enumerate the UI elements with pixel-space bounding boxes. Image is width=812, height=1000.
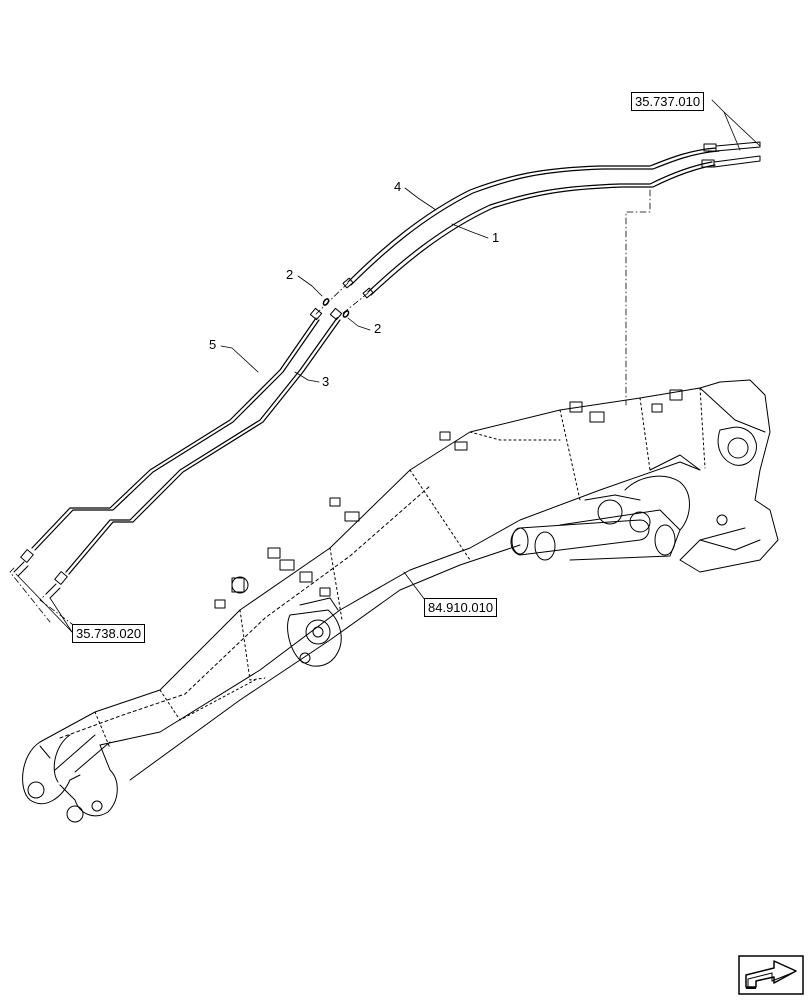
reference-box-left[interactable]: 35.738.020 [72, 624, 146, 643]
reference-box-boom[interactable]: 84.910.010 [424, 598, 498, 617]
callout-item-2-lower: 2 [374, 321, 382, 336]
tube-item-5 [31, 317, 320, 551]
reference-box-top-right[interactable]: 35.737.010 [631, 92, 705, 111]
alignment-lines [9, 189, 651, 625]
next-page-arrow-icon[interactable] [738, 955, 804, 995]
o-rings-item-2 [322, 298, 350, 318]
callout-item-4: 4 [394, 179, 402, 194]
callout-item-5: 5 [209, 337, 217, 352]
callout-item-3: 3 [322, 374, 330, 389]
boom-assembly [22, 379, 779, 823]
callout-item-2-upper: 2 [286, 267, 294, 282]
reference-leaders [15, 99, 761, 633]
tube-item-1 [367, 161, 716, 296]
callout-item-1: 1 [492, 230, 500, 245]
tube-item-3 [65, 317, 341, 575]
callout-leaders [220, 187, 489, 383]
tube-item-4 [347, 147, 720, 286]
